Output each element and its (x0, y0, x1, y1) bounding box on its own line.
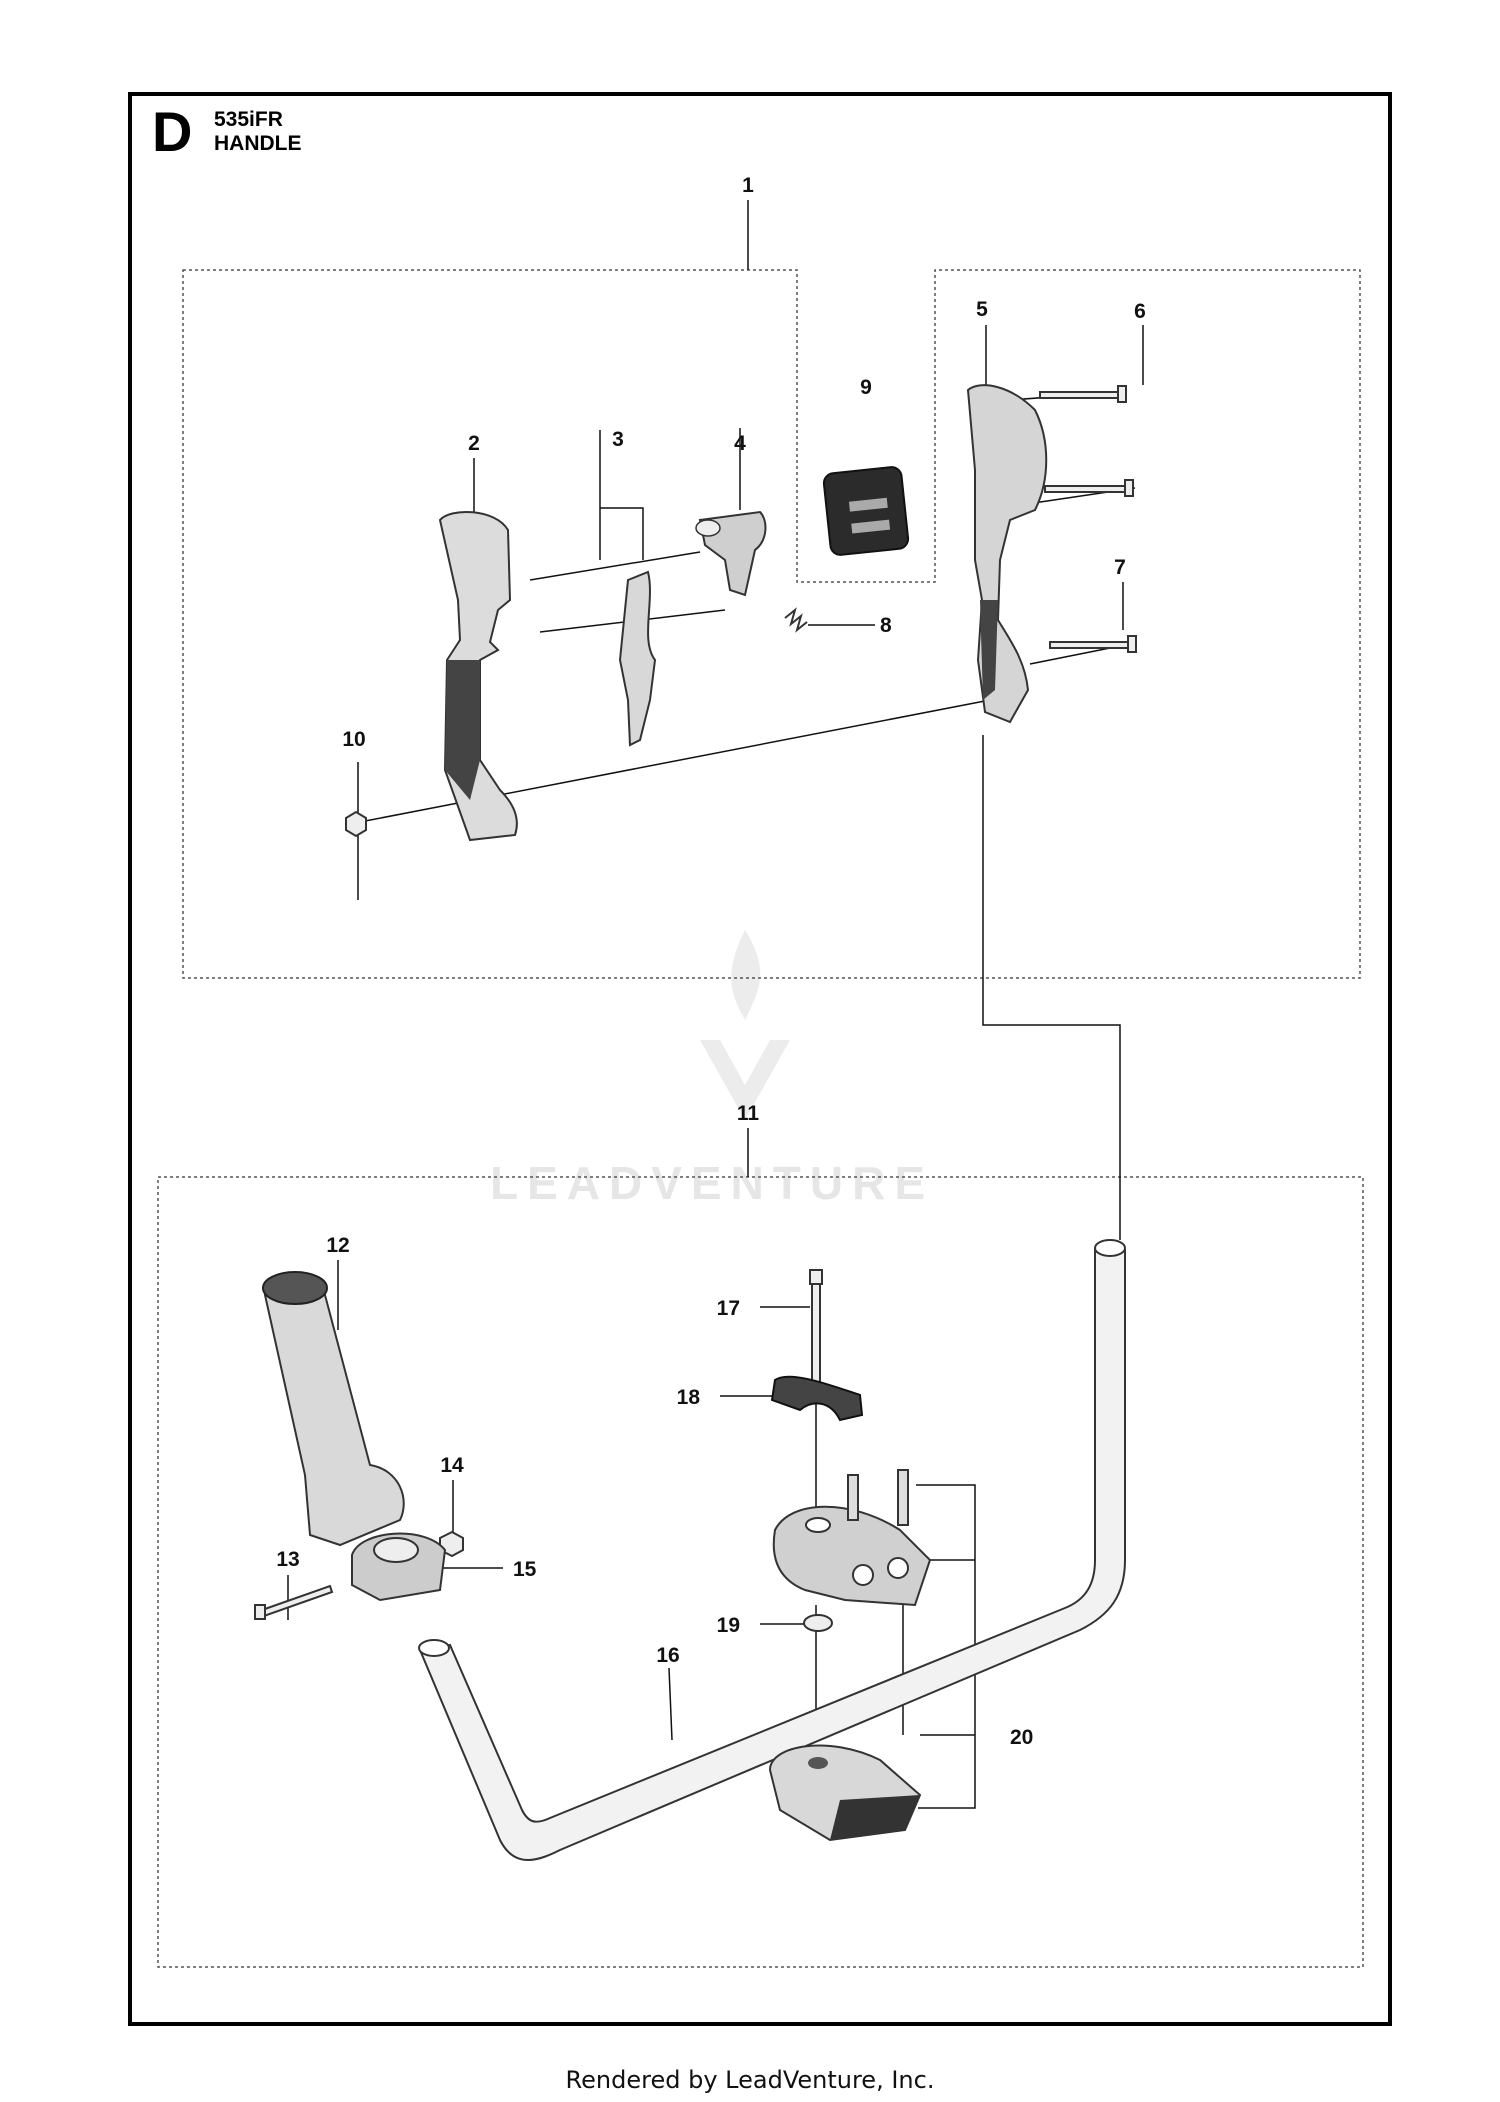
part-20-bracket (768, 1469, 932, 1842)
callout-18: 18 (677, 1386, 701, 1409)
part-17-bolt (809, 1269, 823, 1385)
part-2-handle-half (438, 511, 518, 842)
drawing-frame (128, 92, 1392, 2026)
callout-11: 11 (737, 1102, 760, 1125)
part-4-trigger-lock (695, 510, 767, 597)
callout-20: 20 (1010, 1726, 1033, 1749)
callout-6: 6 (1134, 300, 1146, 323)
part-12-grip (262, 1271, 405, 1547)
callout-5: 5 (976, 298, 988, 321)
callout-19: 19 (717, 1614, 740, 1637)
callout-13: 13 (276, 1548, 299, 1571)
callout-15: 15 (513, 1558, 537, 1581)
watermark-text: LEADVENTURE (490, 1157, 935, 1209)
part-15-clamp (351, 1532, 447, 1602)
callout-4: 4 (734, 432, 746, 455)
part-9-button (822, 466, 910, 556)
part-19-washer (803, 1614, 833, 1632)
assembly-name: HANDLE (214, 132, 302, 156)
part-16-handlebar (418, 1239, 1126, 1861)
part-13-screw (254, 1584, 334, 1620)
callout-3: 3 (612, 428, 624, 451)
footer-credit: Rendered by LeadVenture, Inc. (565, 2066, 935, 2094)
callout-1: 1 (742, 174, 754, 197)
lower-handlebar-group-box (157, 1176, 1364, 1968)
part-6-screw (1039, 385, 1134, 497)
callout-12: 12 (326, 1234, 349, 1257)
callout-14: 14 (440, 1454, 464, 1477)
callout-9: 9 (860, 376, 872, 399)
part-8-spring (784, 607, 808, 633)
model-number: 535iFR (214, 108, 283, 131)
callout-7: 7 (1114, 556, 1126, 579)
part-18-knob (770, 1375, 864, 1422)
part-10-nut (345, 810, 367, 838)
callout-2: 2 (468, 432, 480, 455)
upper-handle-group-box (182, 269, 1361, 979)
model-title: 535iFR HANDLE (214, 108, 302, 156)
part-5-handle-half (966, 384, 1048, 724)
callout-labels: 1 2 3 4 5 6 7 8 9 10 11 12 13 14 15 16 1… (276, 174, 1146, 1749)
callout-10: 10 (342, 728, 365, 751)
part-3-throttle-trigger (618, 570, 657, 747)
callout-16: 16 (656, 1644, 679, 1667)
watermark-logo (700, 930, 790, 1120)
part-7-screw (1049, 635, 1137, 653)
callout-17: 17 (717, 1297, 740, 1320)
callout-8: 8 (880, 614, 892, 637)
section-letter: D (152, 100, 193, 163)
